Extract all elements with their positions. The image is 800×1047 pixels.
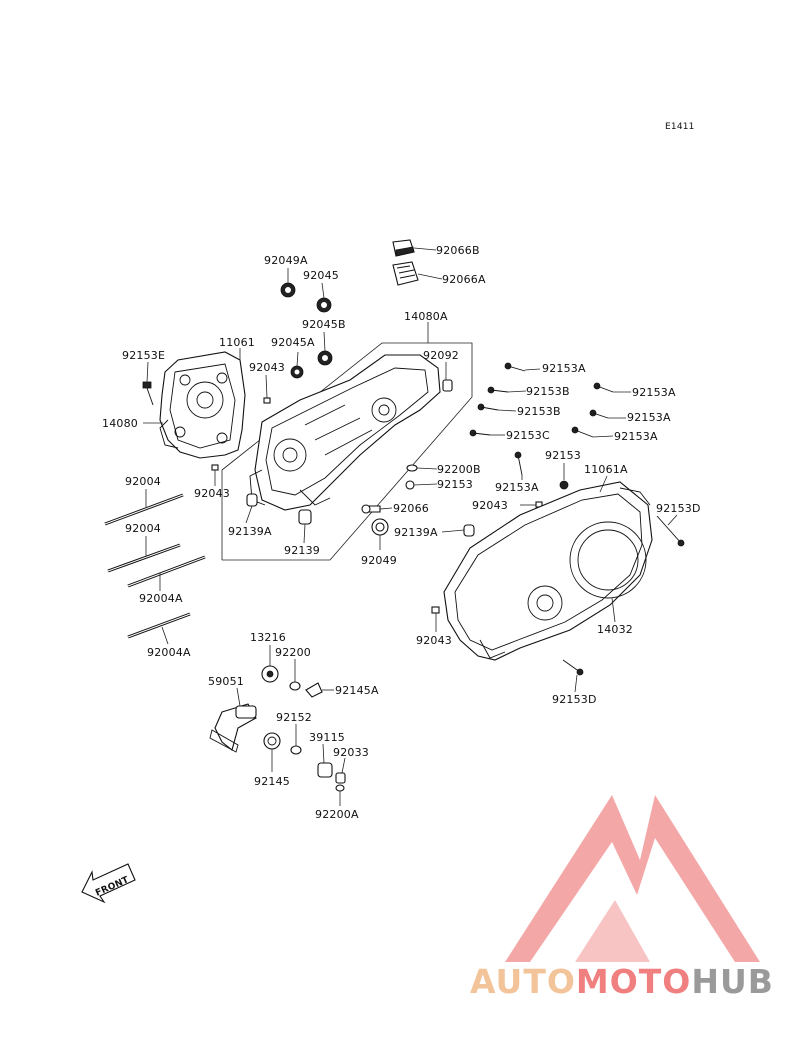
label-92153D-1: 92153D (656, 502, 701, 515)
spring-92145A (305, 682, 323, 698)
dowel-92139 (298, 509, 312, 525)
bushing-39115 (317, 762, 333, 778)
part-labels: 92066B 92066A 92049A 92045 92045B 14080A… (102, 244, 701, 821)
label-92049: 92049 (361, 554, 397, 567)
pin-92043b (211, 464, 219, 471)
label-92139A-2: 92139A (394, 526, 438, 539)
label-92153A-5: 92153A (495, 481, 539, 494)
label-92045: 92045 (303, 269, 339, 282)
cvt-cover-14032 (443, 481, 653, 661)
label-92004A-1: 92004A (139, 592, 183, 605)
washer-92200B (406, 464, 418, 472)
damper-92066A (392, 261, 419, 286)
bolt-92153 (405, 480, 415, 490)
label-92200B: 92200B (437, 463, 481, 476)
watermark-hub: HUB (691, 962, 774, 1001)
damper-92066B (392, 239, 415, 257)
label-92139: 92139 (284, 544, 320, 557)
label-92153A-2: 92153A (632, 386, 676, 399)
spring-92145 (263, 732, 281, 750)
pin-92043a (263, 397, 271, 404)
label-11061: 11061 (219, 336, 255, 349)
label-92153C: 92153C (506, 429, 550, 442)
label-92066B: 92066B (436, 244, 480, 257)
group-frame (221, 342, 473, 561)
diagram-code: E1411 (665, 122, 695, 132)
label-92043-a: 92043 (249, 361, 285, 374)
label-92153-2: 92153 (545, 449, 581, 462)
label-92066: 92066 (393, 502, 429, 515)
label-92043-c: 92043 (472, 499, 508, 512)
cover-bolts (431, 362, 685, 676)
label-92200: 92200 (275, 646, 311, 659)
crankcase-left-14080 (159, 351, 246, 459)
label-92043-b: 92043 (194, 487, 230, 500)
label-13216: 13216 (250, 631, 286, 644)
leader-lines (143, 247, 678, 806)
gear-13216 (261, 665, 279, 683)
label-14080: 14080 (102, 417, 138, 430)
label-92153A-4: 92153A (614, 430, 658, 443)
label-39115: 39115 (309, 731, 345, 744)
label-92043-d: 92043 (416, 634, 452, 647)
crankcase-right-14080A (249, 354, 441, 511)
bolt-92066 (361, 504, 381, 514)
bearing-92045B (317, 350, 333, 366)
label-92139A-1: 92139A (228, 525, 272, 538)
label-92033: 92033 (333, 746, 369, 759)
pin-92033 (335, 772, 346, 784)
label-14032: 14032 (597, 623, 633, 636)
seal-92049 (371, 518, 389, 536)
washer-92200A (335, 784, 345, 792)
bearing-92045 (316, 297, 332, 313)
washer-92152 (290, 745, 302, 755)
label-14080A: 14080A (404, 310, 448, 323)
label-92045B: 92045B (302, 318, 346, 331)
label-92049A: 92049A (264, 254, 308, 267)
collar-92092 (442, 379, 453, 392)
label-92153B-2: 92153B (517, 405, 561, 418)
label-92045A: 92045A (271, 336, 315, 349)
dowel-92139A (246, 493, 258, 507)
label-92200A: 92200A (315, 808, 359, 821)
bolt-92153E (142, 381, 154, 406)
label-92153-1: 92153 (437, 478, 473, 491)
kick-starter-59051 (209, 703, 257, 753)
watermark-text: AUTOMOTOHUB (470, 962, 800, 1002)
label-92153B-1: 92153B (526, 385, 570, 398)
bearing-92045A (290, 365, 304, 379)
label-92152: 92152 (276, 711, 312, 724)
label-92153E: 92153E (122, 349, 165, 362)
watermark-auto: AUTO (470, 962, 576, 1001)
label-92153A-1: 92153A (542, 362, 586, 375)
label-92066A: 92066A (442, 273, 486, 286)
front-arrow-icon: FRONT (81, 863, 136, 904)
label-92004A-2: 92004A (147, 646, 191, 659)
label-92004-2: 92004 (125, 522, 161, 535)
label-11061A: 11061A (584, 463, 628, 476)
watermark-logo (505, 795, 760, 962)
dowel-92139A-2 (463, 524, 475, 537)
bearing-92049A (280, 282, 296, 298)
watermark-moto: MOTO (575, 962, 692, 1001)
label-92145A: 92145A (335, 684, 379, 697)
washer-92200 (289, 681, 301, 691)
label-92092: 92092 (423, 349, 459, 362)
label-92145: 92145 (254, 775, 290, 788)
label-59051: 59051 (208, 675, 244, 688)
label-92153A-3: 92153A (627, 411, 671, 424)
label-92004-1: 92004 (125, 475, 161, 488)
label-92153D-2: 92153D (552, 693, 597, 706)
stud-bolts (104, 493, 206, 639)
